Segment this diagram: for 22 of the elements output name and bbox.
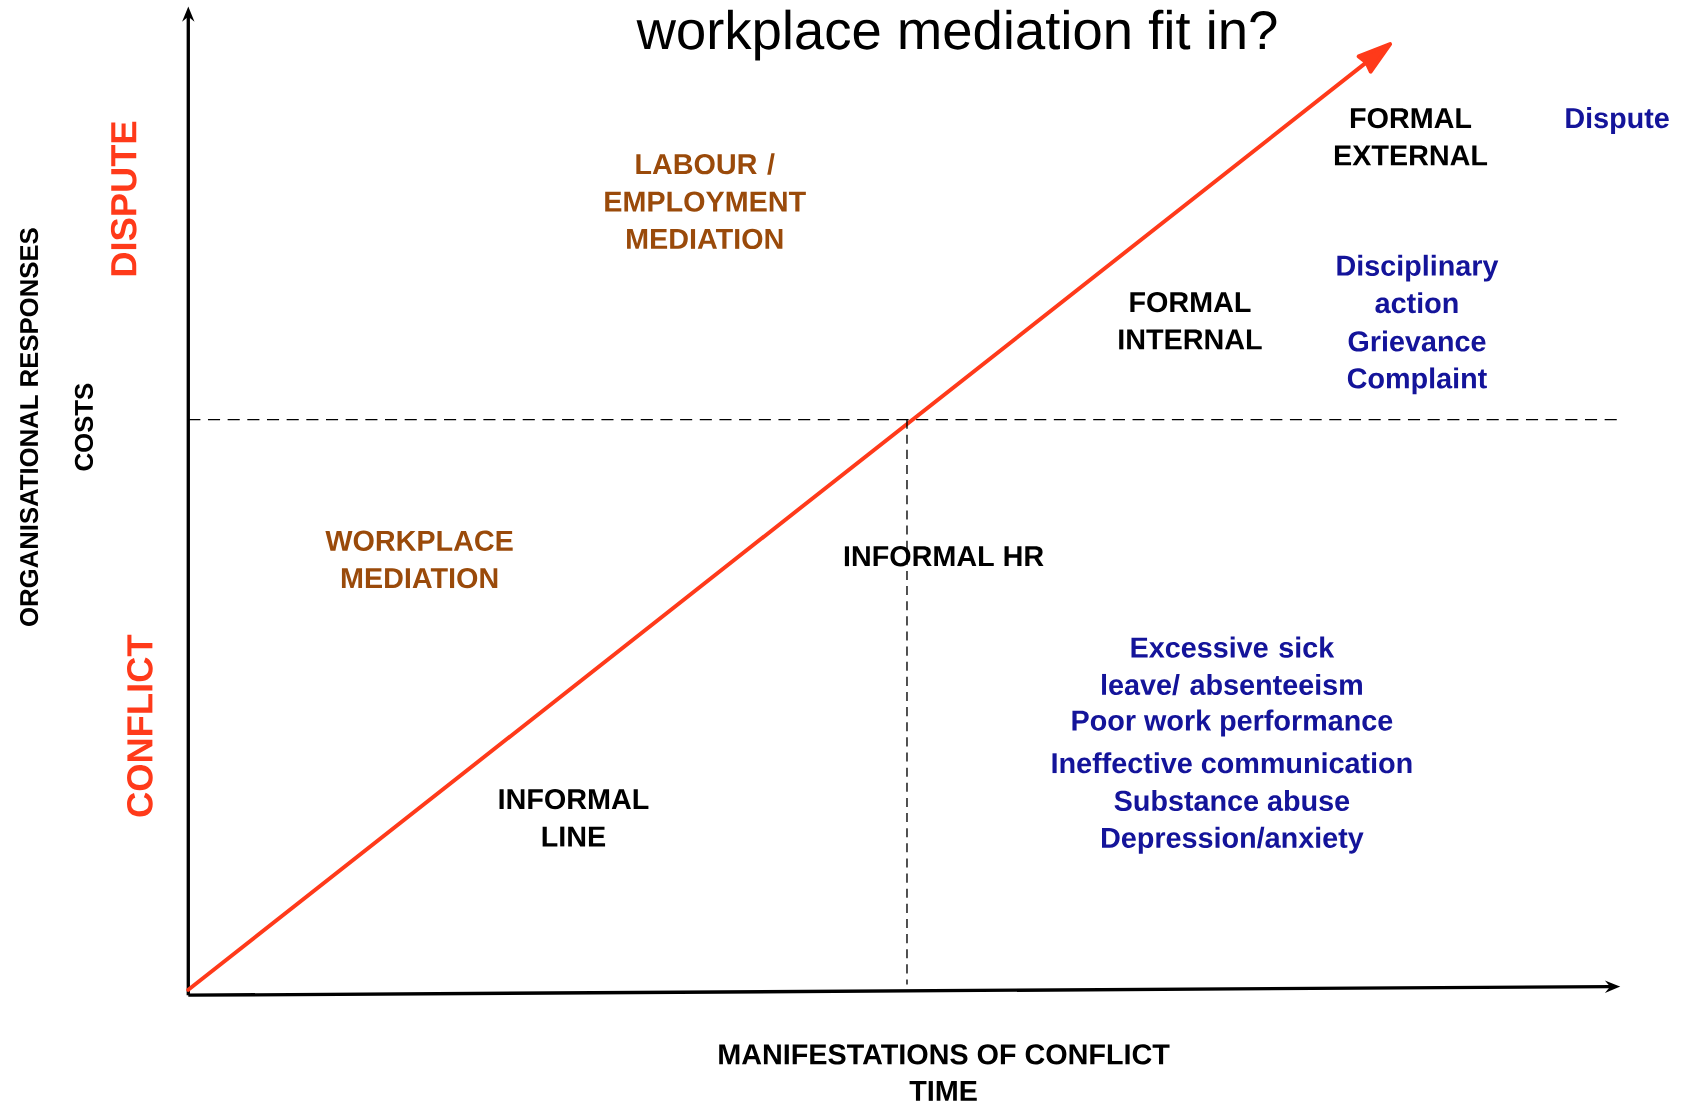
category-label: Dispute	[1566, 107, 1669, 134]
axis-title: MANIFESTATIONS OF CONFLICT	[719, 1044, 1170, 1065]
title: workplace mediation fit in?	[636, 9, 1277, 61]
symptom-label: Excessive sick leave/ absenteeism	[1102, 636, 1362, 696]
category-label: Grievance	[1348, 330, 1486, 352]
symptom-label: Ineffective communication	[1052, 752, 1412, 774]
category-label: Complaint	[1347, 367, 1487, 395]
region-label: FORMAL INTERNAL	[1119, 291, 1262, 350]
region-label: INFORMAL LINE	[499, 789, 649, 847]
axis-label: CONFLICT	[127, 634, 153, 817]
region-label: INFORMAL HR	[844, 546, 1044, 567]
region-label: WORKPLACE MEDIATION	[325, 530, 513, 589]
region-label: LABOUR / EMPLOYMENT MEDIATION	[605, 153, 806, 250]
region-label: FORMAL EXTERNAL	[1334, 107, 1488, 166]
symptom-label: Poor work performance	[1072, 709, 1393, 737]
axis-title: COSTS	[74, 383, 94, 471]
category-label: Disciplinary action	[1337, 254, 1499, 314]
symptom-label: Substance abuse	[1114, 789, 1350, 812]
axis-title: TIME	[909, 1081, 977, 1101]
axis-title: ORGANISATIONAL RESPONSES	[19, 228, 39, 626]
symptom-label: Depression/anxiety	[1102, 826, 1364, 854]
axis-label: DISPUTE	[110, 121, 137, 276]
